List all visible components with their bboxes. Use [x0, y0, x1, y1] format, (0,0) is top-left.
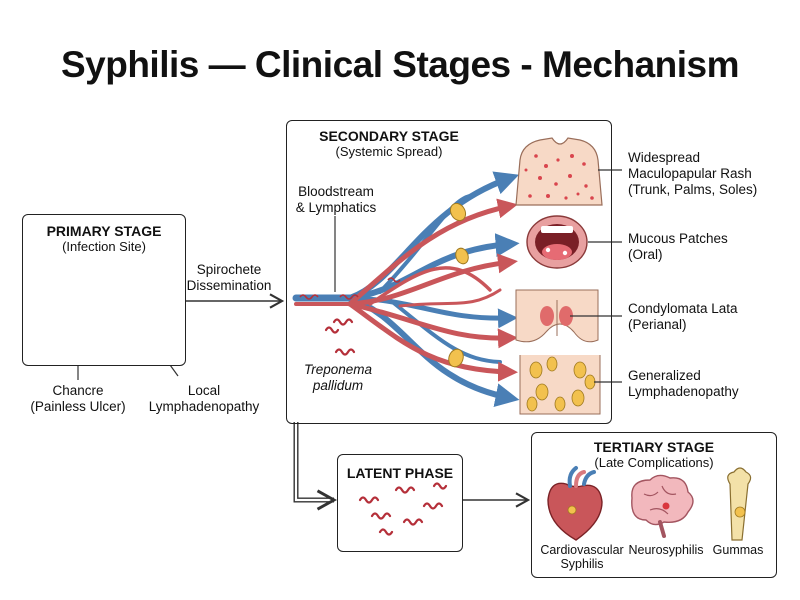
primary-stage-subtitle: (Infection Site) [62, 239, 146, 254]
neuro-label: Neurosyphilis [628, 543, 704, 557]
manifestation-rash-label: Widespread Maculopapular Rash (Trunk, Pa… [628, 150, 794, 198]
cardio-label-line1: Cardiovascular [540, 543, 624, 557]
latent-phase-title: LATENT PHASE [346, 465, 454, 481]
secondary-to-latent-arrow [293, 422, 334, 503]
chancre-label-line1: Chancre [52, 383, 104, 398]
secondary-stage-title: SECONDARY STAGE [319, 128, 459, 144]
mucous-label-line1: Mucous Patches [628, 231, 728, 246]
treponema-label-line2: pallidum [312, 378, 364, 393]
cardio-label-line2: Syphilis [560, 557, 604, 571]
lymphadenopathy-illustration [519, 355, 601, 415]
treponema-organisms [324, 318, 356, 356]
rash-label-line1: Widespread [628, 150, 701, 165]
bloodstream-label: Bloodstream & Lymphatics [288, 184, 384, 216]
rash-torso-illustration [515, 137, 603, 206]
rash-label-line2: Maculopapular Rash [628, 166, 752, 181]
tertiary-stage-subtitle: (Late Complications) [594, 455, 714, 470]
bloodstream-label-line1: Bloodstream [298, 184, 374, 199]
primary-stage-box: PRIMARY STAGE (Infection Site) [22, 214, 186, 366]
latent-spirochetes [358, 482, 448, 536]
treponema-label-line1: Treponema [303, 362, 373, 377]
local-lymph-label-line1: Local [187, 383, 221, 398]
latent-phase-box: LATENT PHASE [337, 454, 463, 552]
rash-label-line3: (Trunk, Palms, Soles) [628, 182, 758, 197]
condylomata-label-line2: (Perianal) [628, 317, 687, 332]
treponema-label: Treponema pallidum [298, 362, 378, 394]
gen-lymph-label-line1: Generalized [628, 368, 701, 383]
condylomata-label-line1: Condylomata Lata [628, 301, 738, 316]
gummas-label: Gummas [712, 543, 764, 557]
vessel-lymph-nodes [448, 202, 469, 368]
manifestation-mucous-label: Mucous Patches (Oral) [628, 231, 794, 263]
bone-illustration [727, 467, 752, 541]
secondary-stage-subtitle: (Systemic Spread) [335, 144, 443, 159]
mucous-label-line2: (Oral) [628, 247, 663, 262]
trunk-spirochetes [299, 277, 401, 300]
diagram-title: Syphilis — Clinical Stages - Mechanism [60, 44, 740, 85]
vessel-network [292, 171, 520, 407]
chancre-label: Chancre (Painless Ulcer) [16, 383, 140, 415]
chancre-label-line2: (Painless Ulcer) [30, 399, 126, 414]
bloodstream-label-line2: & Lymphatics [295, 200, 377, 215]
dissemination-label-line2: Dissemination [186, 278, 272, 293]
dissemination-label-line1: Spirochete [196, 262, 262, 277]
tertiary-stage-title: TERTIARY STAGE [593, 439, 715, 455]
manifestation-lymphadenopathy-label: Generalized Lymphadenopathy [628, 368, 794, 400]
mouth-illustration [526, 215, 588, 269]
primary-stage-title: PRIMARY STAGE [46, 223, 162, 239]
local-lymph-label-line2: Lymphadenopathy [148, 399, 260, 414]
perianal-illustration [515, 289, 599, 343]
tertiary-stage-box: TERTIARY STAGE (Late Complications) [531, 432, 777, 578]
secondary-stage-box: SECONDARY STAGE (Systemic Spread) [286, 120, 612, 424]
dissemination-label: Spirochete Dissemination [176, 262, 282, 294]
gen-lymph-label-line2: Lymphadenopathy [628, 384, 739, 399]
heart-illustration [547, 466, 603, 541]
local-lymph-label: Local Lymphadenopathy [142, 383, 266, 415]
cardio-label: Cardiovascular Syphilis [534, 543, 630, 571]
manifestation-condylomata-label: Condylomata Lata (Perianal) [628, 301, 794, 333]
brain-illustration [631, 474, 694, 538]
